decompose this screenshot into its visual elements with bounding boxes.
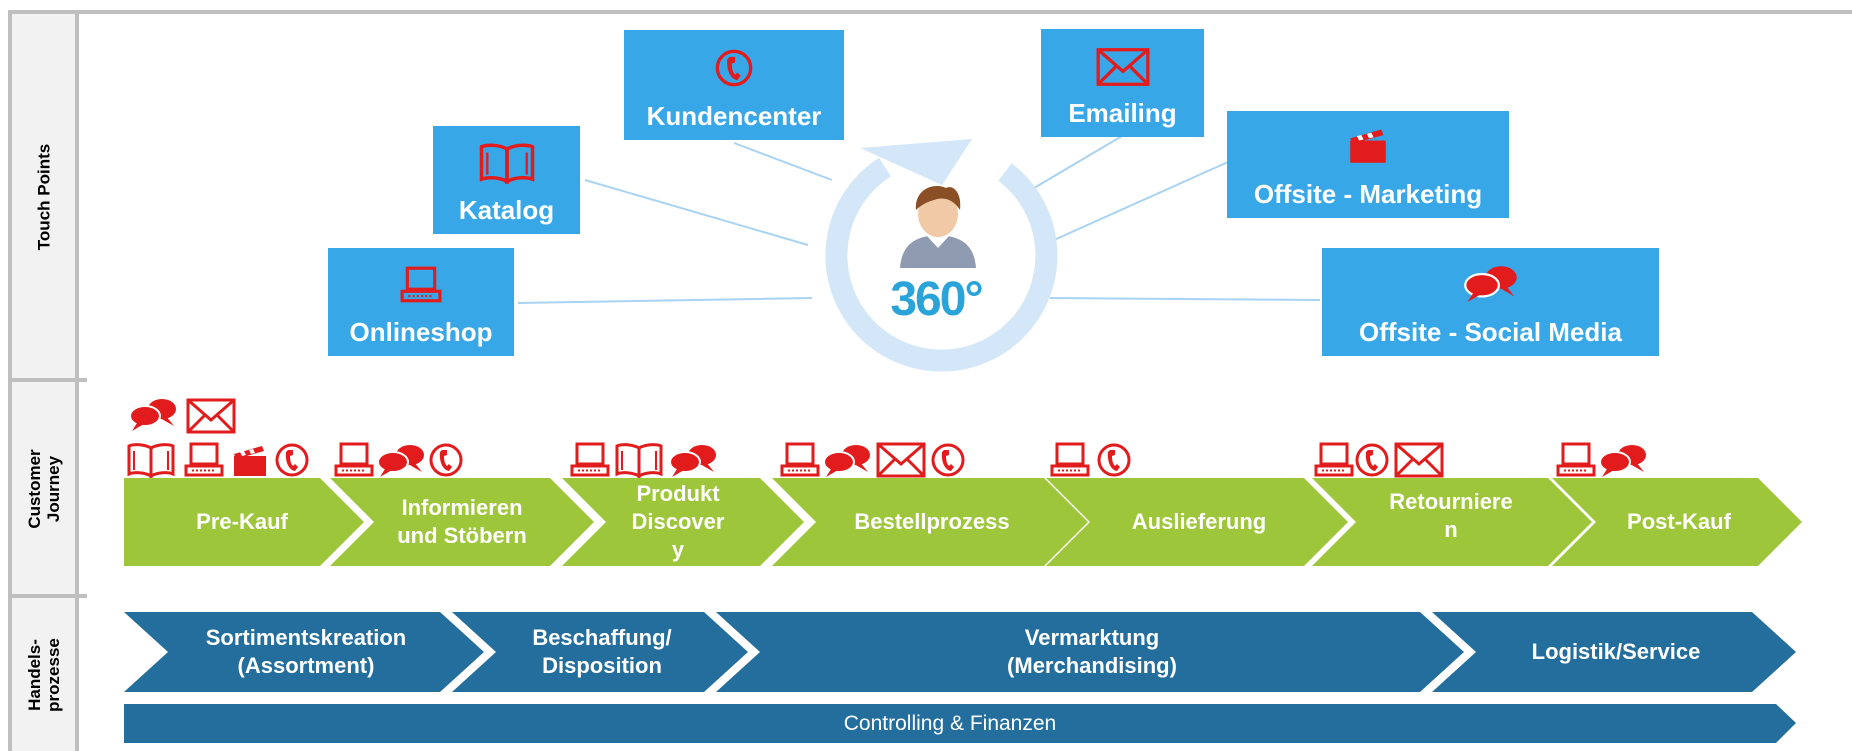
touchpoint-kundencenter[interactable]: Kundencenter (624, 30, 844, 140)
journey-step-post-kauf[interactable] (1552, 478, 1802, 566)
controlling-bar[interactable] (124, 704, 1796, 743)
touchpoint-katalog[interactable]: Katalog (433, 126, 580, 234)
process-sortimentskreation[interactable] (124, 612, 484, 692)
touchpoint-emailing[interactable]: Emailing (1041, 29, 1204, 137)
journey-step-retournieren[interactable] (1312, 478, 1592, 566)
touchpoint-label: Offsite - Social Media (1359, 317, 1622, 347)
process-logistik[interactable] (1432, 612, 1796, 692)
process-beschaffung[interactable] (452, 612, 748, 692)
journey-step-produkt-discovery[interactable] (562, 478, 804, 566)
journey-label: Produkt Discover y (631, 481, 725, 562)
process-vermarktung[interactable] (716, 612, 1464, 692)
diagram-frame (8, 10, 1852, 751)
touchpoint-label: Offsite - Marketing (1253, 179, 1483, 209)
row-label-handelsprozesse-cell: Handels- prozesse (12, 598, 79, 751)
touchpoint-onlineshop[interactable]: Onlineshop (328, 248, 514, 356)
journey-step-bestellprozess[interactable] (772, 478, 1088, 566)
journey-label: Retourniere n (1389, 489, 1513, 542)
journey-label: Bestellprozess (854, 509, 1010, 534)
row-label-customer-journey-cell: Customer Journey (12, 382, 79, 596)
touchpoint-label: Kundencenter (646, 101, 822, 131)
touchpoint-label: Emailing (1068, 98, 1177, 128)
cycle-ring (825, 139, 1058, 372)
person-icon (900, 186, 976, 268)
controlling-label: Controlling & Finanzen (843, 711, 1057, 735)
process-label: Logistik/Service (1531, 639, 1701, 664)
row-divider (12, 594, 87, 598)
journey-step-auslieferung[interactable] (1046, 478, 1348, 566)
touchpoint-offsite-marketing[interactable]: Offsite - Marketing (1227, 111, 1509, 218)
process-label: Sortimentskreation (Assortment) (205, 625, 407, 678)
center-360-label: 360° (890, 273, 983, 326)
row-label-touch-points-cell: Touch Points (12, 14, 79, 380)
journey-step-pre-kauf[interactable] (124, 478, 364, 566)
process-label: Beschaffung/ Disposition (532, 625, 672, 678)
journey-label: Pre-Kauf (196, 509, 288, 534)
journey-label: Auslieferung (1131, 509, 1267, 534)
touchpoint-label: Katalog (458, 195, 555, 225)
journey-step-informieren[interactable] (330, 478, 594, 566)
row-divider (12, 378, 87, 382)
journey-label: Informieren und Stöbern (397, 495, 527, 548)
touchpoint-offsite-social-media[interactable]: Offsite - Social Media (1322, 248, 1659, 356)
journey-label: Post-Kauf (1627, 509, 1731, 534)
touchpoint-label: Onlineshop (349, 317, 493, 347)
process-label: Vermarktung (Merchandising) (1007, 625, 1177, 678)
